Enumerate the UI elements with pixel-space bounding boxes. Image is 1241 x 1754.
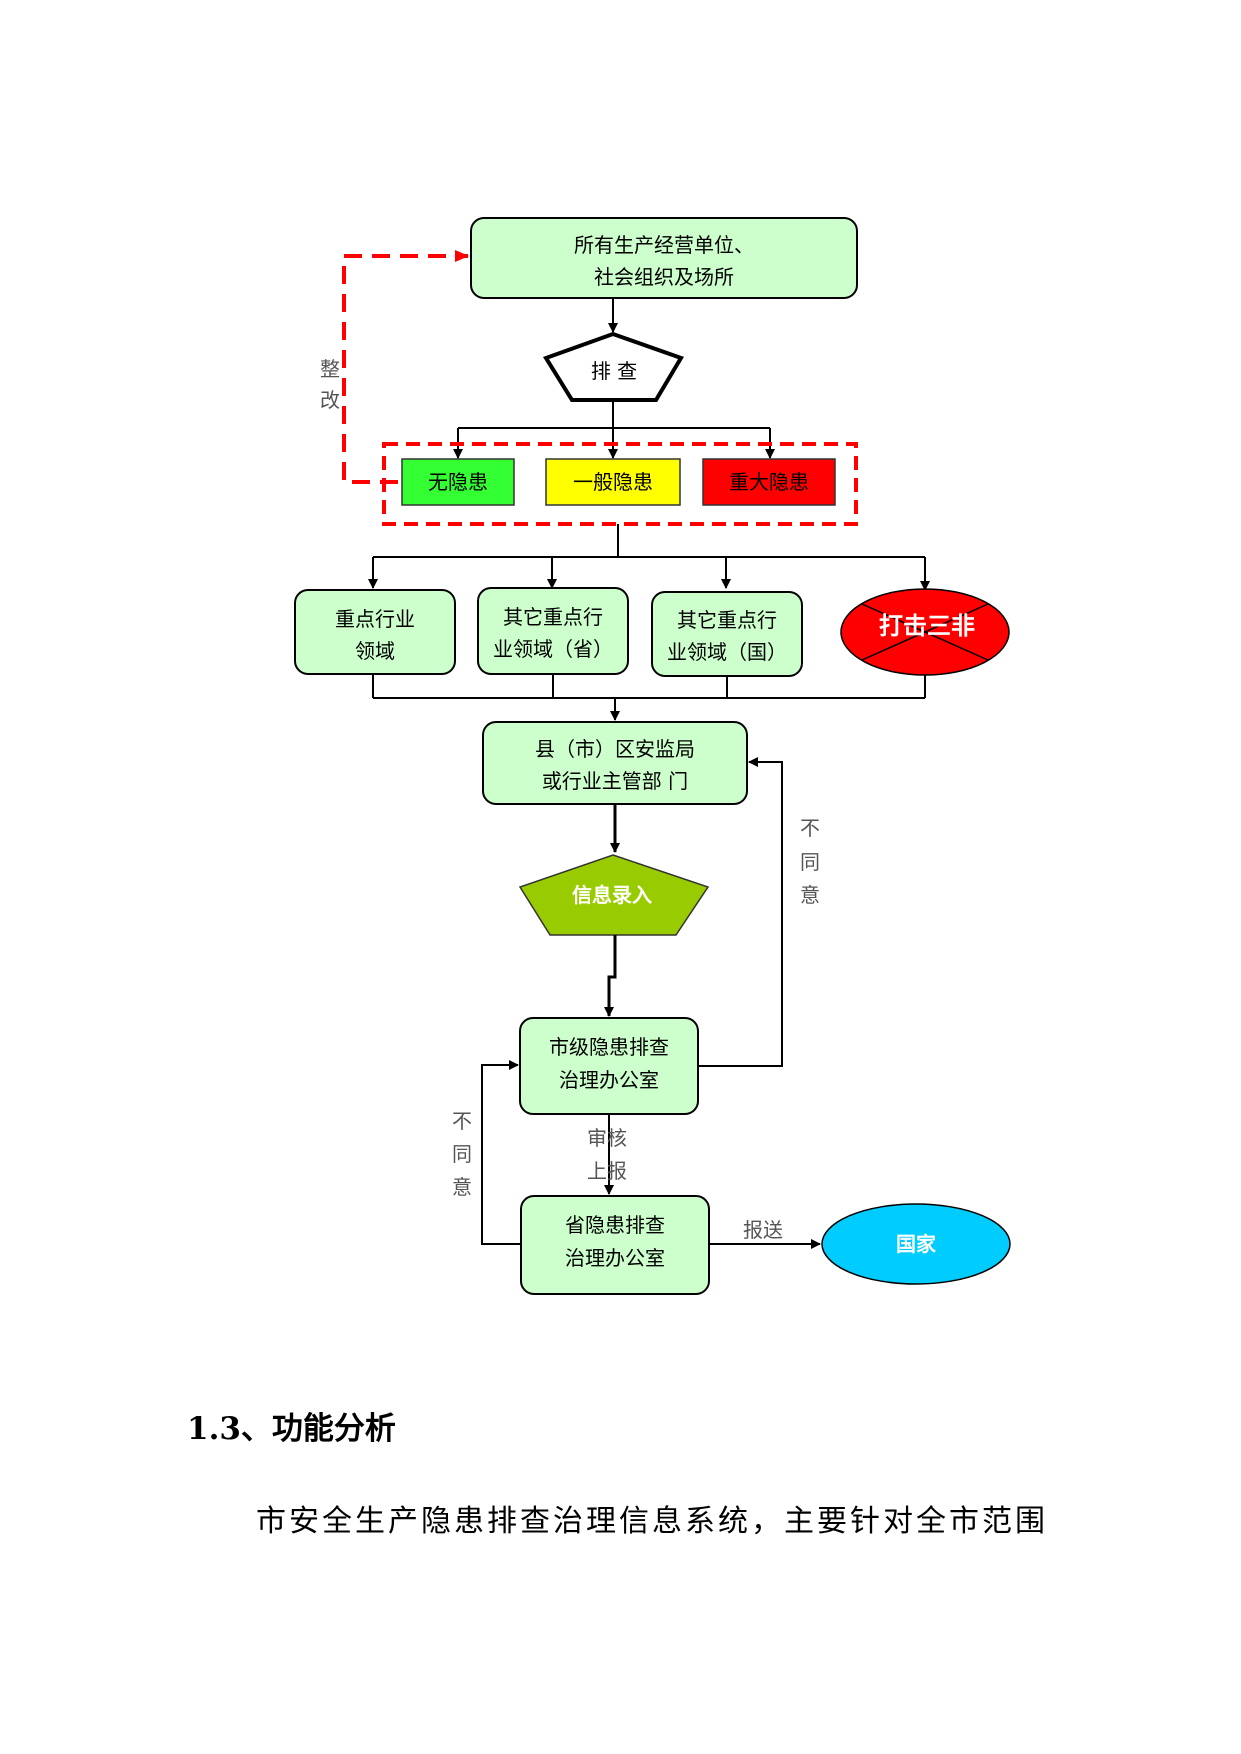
county-bureau-line1: 县（市）区安监局 (535, 737, 695, 761)
nation-ellipse (821, 1203, 1011, 1285)
other-key-national-line1: 其它重点行 (677, 608, 777, 632)
other-key-national-line2: 业领域（国） (667, 640, 787, 664)
general-hazard-label: 一般隐患 (573, 470, 653, 494)
disagree-right-1: 不 (800, 816, 820, 840)
other-key-province-box (477, 587, 629, 675)
city-office-box (519, 1017, 699, 1115)
all-units-line2: 社会组织及场所 (594, 265, 734, 289)
other-key-province-line2: 业领域（省） (493, 637, 613, 661)
key-industry-line2: 领域 (355, 639, 395, 663)
no-hazard-box (401, 458, 515, 506)
city-office-line1: 市级隐患排查 (549, 1035, 669, 1059)
major-hazard-label: 重大隐患 (729, 470, 809, 494)
hazard-level-frame (382, 442, 858, 526)
general-hazard-box (545, 458, 681, 506)
investigation-label: 排 查 (591, 359, 637, 383)
rectify-dashed-line (342, 250, 469, 484)
all-units-line1: 所有生产经营单位、 (574, 233, 754, 257)
rectify-label-2: 改 (320, 388, 340, 412)
disagree-right-2: 同 (800, 850, 820, 874)
key-industry-box (294, 589, 456, 675)
submit-label: 报送 (743, 1218, 783, 1242)
no-hazard-label: 无隐患 (428, 470, 488, 494)
key-industry-line1: 重点行业 (335, 607, 415, 631)
review-label: 审核 (587, 1126, 627, 1150)
report-up-label: 上报 (587, 1159, 627, 1183)
province-office-line1: 省隐患排查 (565, 1213, 665, 1237)
info-entry-label: 信息录入 (572, 883, 652, 907)
info-entry-pentagon (518, 854, 710, 936)
city-office-line2: 治理办公室 (559, 1068, 659, 1092)
other-key-province-line1: 其它重点行 (503, 605, 603, 629)
body-paragraph: 市安全生产隐患排查治理信息系统，主要针对全市范围 (256, 1504, 1048, 1539)
disagree-left-2: 同 (452, 1142, 472, 1166)
county-bureau-line2: 或行业主管部 门 (542, 769, 688, 793)
major-hazard-box (702, 458, 836, 506)
section-heading: 1.3、功能分析 (187, 1411, 396, 1447)
rectify-label-1: 整 (320, 357, 340, 381)
disagree-left-1: 不 (452, 1109, 472, 1133)
all-units-box (470, 217, 858, 299)
province-office-box (520, 1195, 710, 1295)
crackdown-label: 打击三非 (879, 612, 975, 640)
hazard-flowchart: 整 改 所有生产经营单位、 社会组织及场所 排 查 无隐患 一般隐患 重大隐患 … (294, 217, 1011, 1295)
province-office-line2: 治理办公室 (565, 1246, 665, 1270)
disagree-right-3: 意 (800, 883, 820, 907)
disagree-left-3: 意 (452, 1175, 472, 1199)
nation-label: 国家 (896, 1232, 937, 1256)
